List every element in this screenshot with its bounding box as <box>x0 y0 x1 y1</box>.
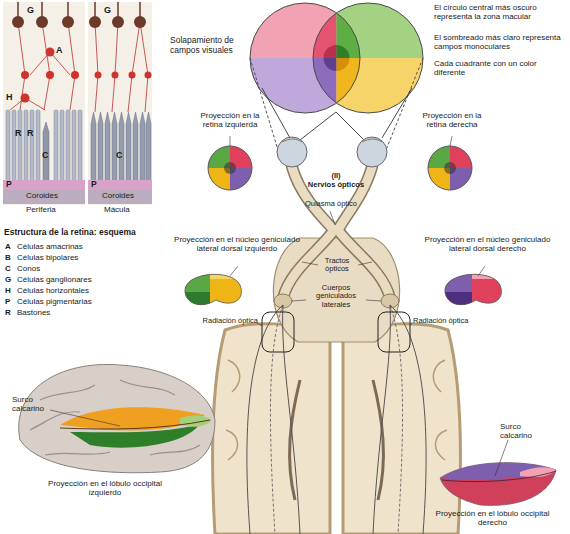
retina-projection <box>208 146 472 190</box>
key-text: Bastones <box>17 309 157 318</box>
note-text: El sombreado más claro representa campos… <box>434 34 568 52</box>
callout-label: Quiasma óptico <box>300 200 362 208</box>
key-text: Células bipolares <box>17 254 157 263</box>
callout-label: Proyección en el núcleo geniculado later… <box>420 236 555 254</box>
brain-section <box>212 324 460 534</box>
callout-label: Solapamiento de campos visuales <box>170 36 250 55</box>
key-letter: P <box>5 298 17 307</box>
key-letter: H <box>5 287 17 296</box>
callout-label: Tractos ópticos <box>313 257 361 274</box>
cell-letter: R <box>27 128 37 138</box>
key-text: Células ganglionares <box>17 276 157 285</box>
layer-label: Coroides <box>26 192 81 201</box>
nerve-number: (II) <box>321 172 351 180</box>
callout-label: Radiación óptica <box>413 317 475 325</box>
cell-letter: A <box>56 45 68 55</box>
layer-label: Periferia <box>26 206 81 215</box>
callout-label: Proyección en la retina derecha <box>412 112 492 130</box>
callout-label: Proyección en el lóbulo occipital izquie… <box>40 480 170 498</box>
cell-letter: P <box>6 180 16 190</box>
key-text: Células pigmentarias <box>17 298 157 307</box>
cell-letter: G <box>104 5 116 15</box>
callout-label: Cuerpos geniculados laterales <box>306 284 366 309</box>
cell-letter: R <box>15 128 25 138</box>
note-text: Cada cuadrante con un color diferente <box>434 60 568 78</box>
brainstem <box>273 238 399 342</box>
callout-label: Surco calcarino <box>12 396 58 414</box>
key-letter: B <box>5 254 17 263</box>
callout-label: Proyección en la retina izquierda <box>190 112 270 130</box>
visual-fields <box>248 0 427 150</box>
key-text: Conos <box>17 265 157 274</box>
left-occipital-lobe <box>19 364 215 472</box>
right-occipital-lobe <box>440 463 556 506</box>
leader-lines <box>50 136 508 476</box>
key-letter: A <box>5 243 17 252</box>
key-text: Células amacrinas <box>17 243 157 252</box>
cell-letter: P <box>91 180 101 190</box>
key-letter: C <box>5 265 17 274</box>
cell-letter: G <box>27 5 39 15</box>
key-letter: R <box>5 309 17 318</box>
eyeballs <box>277 137 387 167</box>
callout-label: Proyección en el núcleo geniculado later… <box>172 236 302 254</box>
key-text: Células horizontales <box>17 287 157 296</box>
callout-label: Nervios ópticos <box>301 181 371 189</box>
callout-label: Proyección en el lóbulo occipital derech… <box>425 510 560 528</box>
note-text: El círculo central más oscuro representa… <box>434 4 568 22</box>
cell-letter: C <box>42 150 52 160</box>
retina-schematic <box>3 2 152 205</box>
callout-label: Surco calcarino <box>500 423 555 441</box>
cell-letter: H <box>6 92 18 102</box>
layer-label: Coroides <box>102 192 152 201</box>
cell-letter: C <box>116 150 126 160</box>
key-heading: Estructura de la retina: esquema <box>4 228 169 238</box>
layer-label: Mácula <box>104 206 154 215</box>
key-letter: G <box>5 276 17 285</box>
callout-label: Radiación óptica <box>198 317 258 325</box>
optic-radiation <box>247 305 426 534</box>
